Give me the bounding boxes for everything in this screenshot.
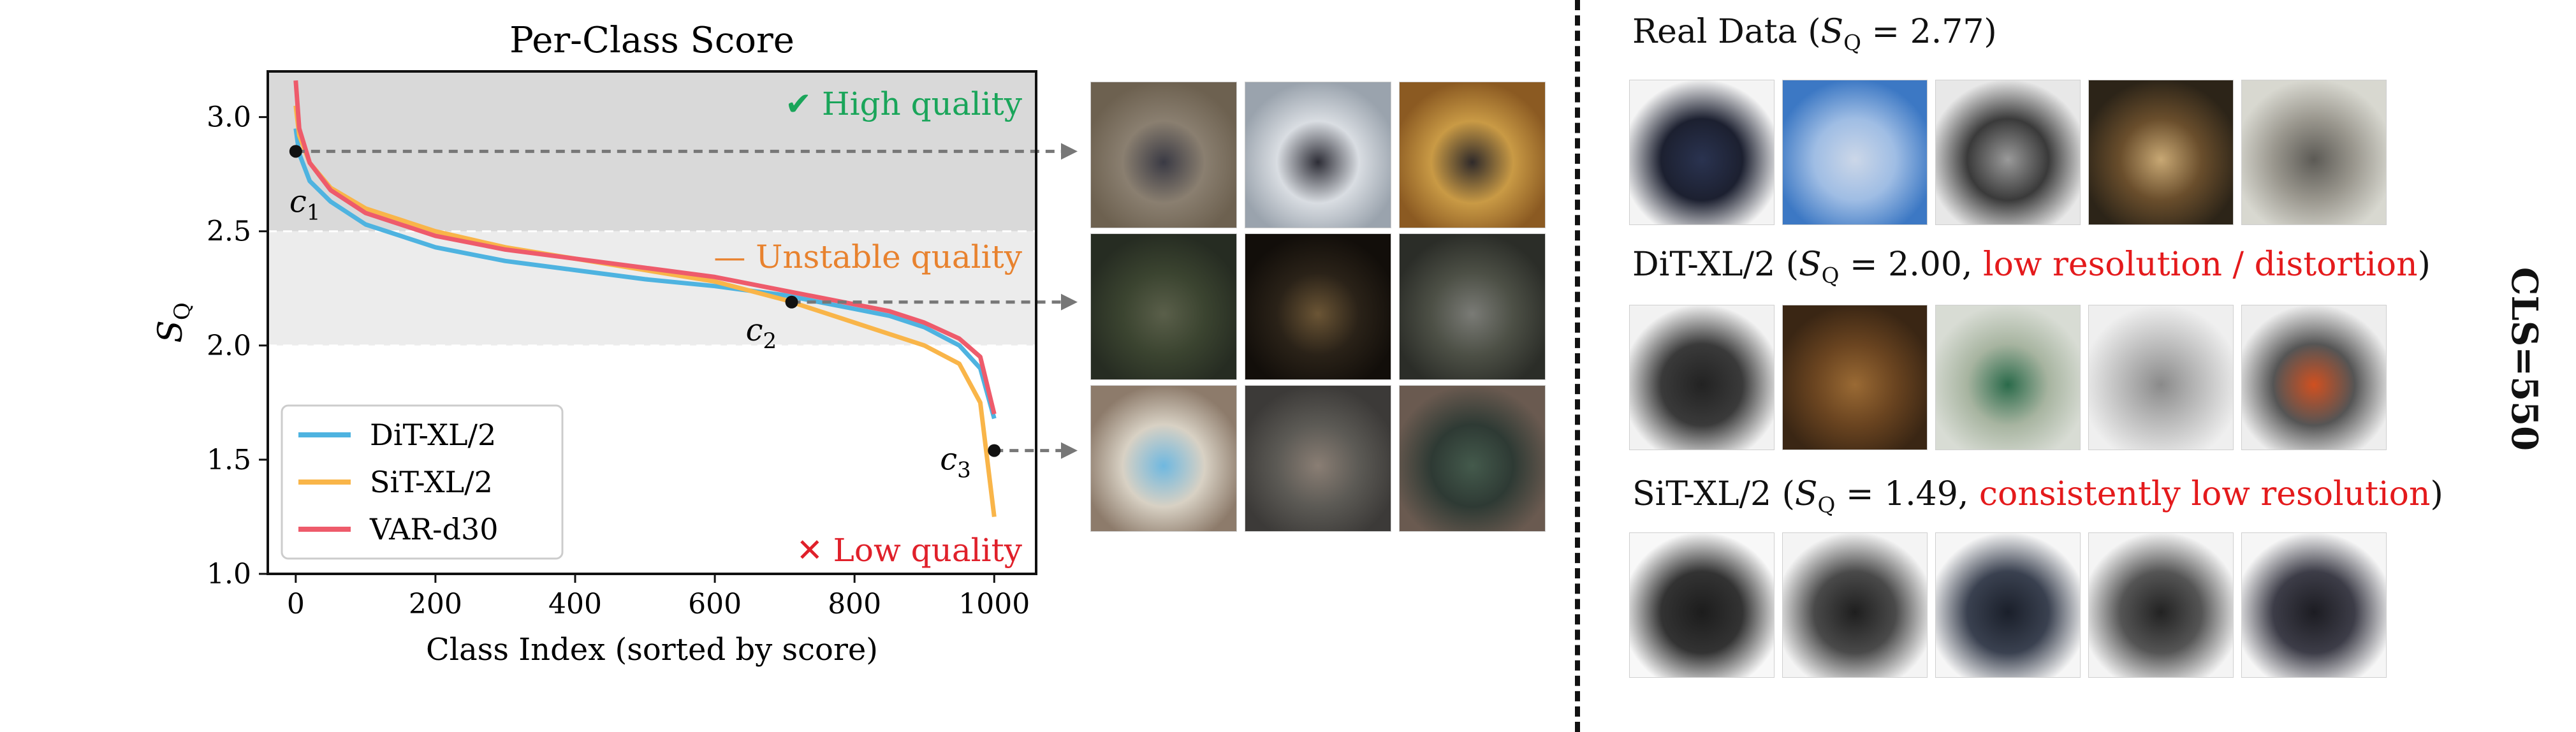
point-c_2	[785, 295, 798, 309]
low-quality-label: ✕ Low quality	[796, 532, 1023, 569]
y-axis-label: SQ	[152, 302, 195, 343]
point-label-c_1: c1	[289, 184, 321, 225]
sit-label: SiT-XL/2 (SQ = 1.49, consistently low re…	[1632, 475, 2443, 518]
point-c_1	[289, 145, 302, 158]
x-axis-label: Class Index (sorted by score)	[426, 632, 878, 668]
x-tick-label-600: 600	[688, 588, 742, 620]
section-divider	[1575, 0, 1580, 732]
per-class-score-chart: 0 200 400 600 800 1000 1.0 1.5 2.0 2.5 3.0 Per-Clas…	[152, 20, 1078, 668]
thumb-real-4	[2241, 80, 2387, 225]
thumb-dit-1	[1782, 305, 1928, 450]
series-line-DiT-XL/2	[293, 128, 997, 420]
thumb-sit-4	[2241, 532, 2387, 678]
thumb-dit-2	[1935, 305, 2081, 450]
cls-label: CLS=550	[2503, 267, 2546, 451]
series-line-VAR-d30	[293, 80, 997, 415]
point-label-c_3: c3	[940, 442, 971, 483]
thumb-sit-1	[1782, 532, 1928, 678]
thumb-real-1	[1782, 80, 1928, 225]
thumb-sit-0	[1629, 532, 1775, 678]
high-quality-label: ✔ High quality	[785, 85, 1023, 122]
legend-box	[281, 404, 564, 560]
y-tick-label-1.5: 1.5	[207, 444, 251, 476]
thumb-sit-2	[1935, 532, 2081, 678]
y-tick-label-3.0: 3.0	[207, 101, 251, 134]
thumb-real-0	[1629, 80, 1775, 225]
thumb-row2-0	[1090, 233, 1237, 380]
unstable-quality-label: — Unstable quality	[714, 238, 1022, 275]
plot-frame	[267, 70, 1037, 575]
thumb-sit-3	[2088, 532, 2234, 678]
thumb-row3-1	[1245, 385, 1391, 532]
thumb-dit-3	[2088, 305, 2234, 450]
thumb-row1-0	[1090, 82, 1237, 228]
x-tick-label-200: 200	[409, 588, 462, 620]
band-1	[268, 231, 1036, 346]
x-tick-label-400: 400	[548, 588, 602, 620]
thumb-row1-1	[1245, 82, 1391, 228]
x-tick-label-800: 800	[828, 588, 881, 620]
thumb-row3-2	[1399, 385, 1546, 532]
thumb-row2-1	[1245, 233, 1391, 380]
arrow-head-c_1	[1061, 143, 1078, 160]
thumb-dit-0	[1629, 305, 1775, 450]
dit-label: DiT-XL/2 (SQ = 2.00, low resolution / di…	[1632, 245, 2431, 289]
thumb-row1-2	[1399, 82, 1546, 228]
legend-label-DiT-XL/2: DiT-XL/2	[370, 418, 496, 452]
chart-title: Per-Class Score	[509, 20, 794, 61]
point-c_3	[988, 444, 1001, 457]
legend-label-SiT-XL/2: SiT-XL/2	[370, 465, 493, 499]
y-tick-label-2.5: 2.5	[207, 216, 251, 248]
arrow-head-c_3	[1061, 442, 1078, 459]
thumb-real-2	[1935, 80, 2081, 225]
y-tick-label-1.0: 1.0	[207, 558, 251, 590]
arrow-head-c_2	[1061, 293, 1078, 311]
legend-label-VAR-d30: VAR-d30	[369, 512, 498, 546]
real-data-label: Real Data (SQ = 2.77)	[1632, 13, 1997, 56]
thumb-dit-4	[2241, 305, 2387, 450]
thumb-row3-0	[1090, 385, 1237, 532]
x-tick-label-0: 0	[287, 588, 305, 620]
thumb-row2-2	[1399, 233, 1546, 380]
thumb-real-3	[2088, 80, 2234, 225]
x-tick-label-1000: 1000	[958, 588, 1030, 620]
y-tick-label-2.0: 2.0	[207, 330, 251, 362]
